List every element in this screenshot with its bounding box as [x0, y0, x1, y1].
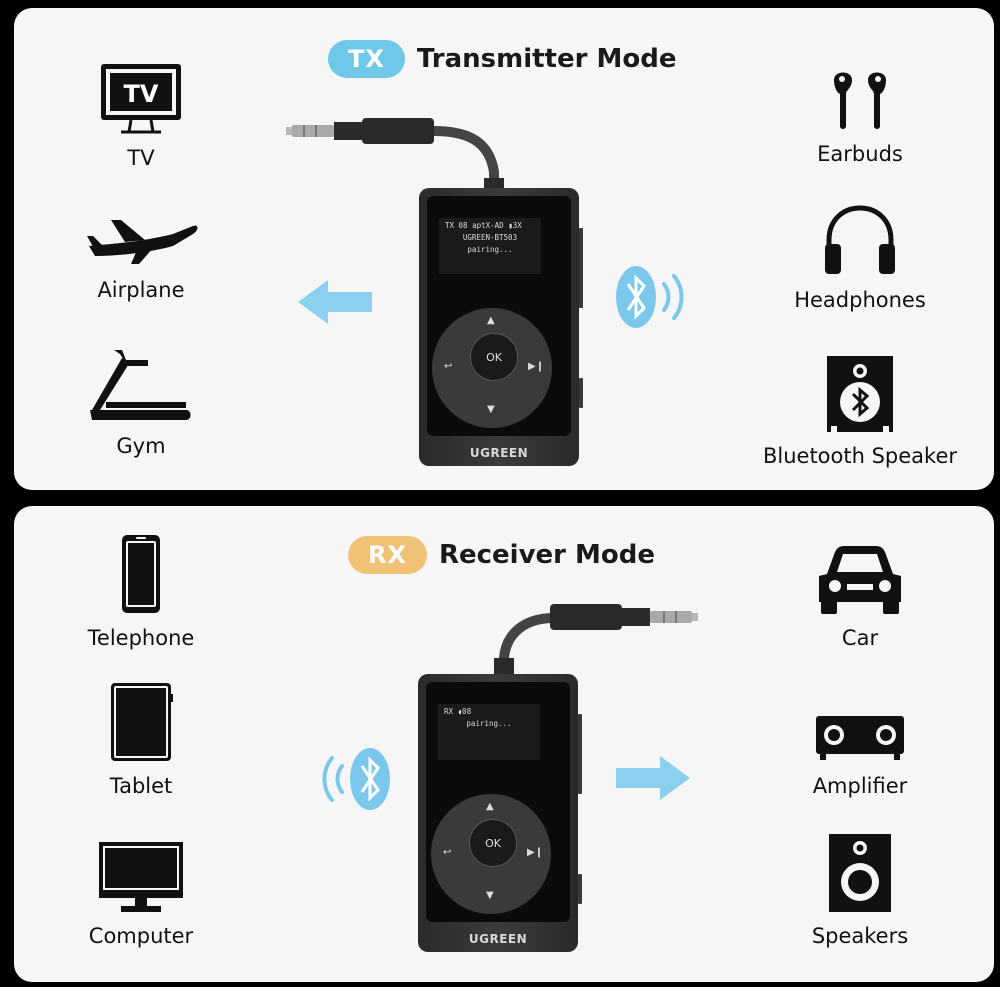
screen-line-1: RX ◖08 — [444, 707, 472, 716]
source-gym: Gym — [21, 336, 261, 458]
target-earbuds: Earbuds — [740, 44, 980, 166]
rx-badge: RX — [348, 536, 427, 574]
play-pause-icon[interactable]: ▶❙ — [527, 847, 544, 858]
screen-line-3: pairing... — [467, 245, 513, 254]
earbuds-icon — [830, 44, 890, 130]
target-label: Car — [841, 626, 879, 650]
receiver-mode-panel: RX Receiver Mode Telephone Tablet — [14, 506, 994, 982]
target-label: Bluetooth Speaker — [762, 444, 958, 468]
computer-icon — [99, 826, 183, 912]
target-label: Speakers — [811, 924, 909, 948]
source-airplane: Airplane — [21, 180, 261, 302]
control-wheel[interactable]: ▲ ▼ ↩ ▶❙ OK — [431, 794, 551, 914]
svg-text:TV: TV — [124, 80, 159, 108]
target-car: Car — [740, 528, 980, 650]
rx-mode-title: RX Receiver Mode — [348, 536, 655, 574]
up-icon[interactable]: ▲ — [486, 801, 494, 812]
screen-line-2: pairing... — [466, 719, 512, 728]
audio-cable — [494, 604, 698, 678]
ugreen-device: RX ◖08 pairing... ▲ ▼ ↩ ▶❙ OK UGREEN — [418, 674, 582, 952]
target-label: Earbuds — [817, 142, 903, 166]
back-icon[interactable]: ↩ — [444, 361, 453, 372]
source-label: Airplane — [97, 278, 185, 302]
target-label: Amplifier — [812, 774, 908, 798]
target-bluetooth-speaker: Bluetooth Speaker — [740, 346, 980, 468]
ok-button[interactable]: OK — [470, 333, 518, 381]
arrow-left-icon — [298, 280, 372, 324]
source-tv: TV TV — [21, 48, 261, 170]
screen-line-2: UGREEN-BT503 — [462, 233, 518, 242]
source-label: Gym — [116, 434, 166, 458]
brand-logo: UGREEN — [468, 932, 528, 946]
bluetooth-icon — [322, 748, 390, 810]
ok-button[interactable]: OK — [469, 819, 517, 867]
target-speakers: Speakers — [740, 826, 980, 948]
play-pause-icon[interactable]: ▶❙ — [528, 361, 545, 372]
ugreen-device: TX 08 aptX-AD ▮3X UGREEN-BT503 pairing..… — [419, 188, 583, 466]
device-screen: TX 08 aptX-AD ▮3X UGREEN-BT503 pairing..… — [439, 218, 541, 274]
transmitter-mode-panel: TX Transmitter Mode TV TV — [14, 8, 994, 490]
bluetooth-speaker-icon — [827, 346, 893, 432]
target-amplifier: Amplifier — [740, 676, 980, 798]
tx-title: Transmitter Mode — [416, 44, 677, 74]
back-icon[interactable]: ↩ — [443, 847, 452, 858]
rx-title: Receiver Mode — [438, 540, 656, 570]
device-screen: RX ◖08 pairing... — [438, 704, 540, 760]
car-icon — [815, 528, 905, 614]
target-headphones: Headphones — [740, 190, 980, 312]
treadmill-icon — [86, 336, 196, 422]
amplifier-icon — [816, 676, 904, 762]
source-computer: Computer — [21, 826, 261, 948]
bluetooth-icon — [616, 266, 684, 328]
control-wheel[interactable]: ▲ ▼ ↩ ▶❙ OK — [432, 308, 552, 428]
audio-cable — [286, 118, 504, 198]
arrow-right-icon — [616, 756, 690, 800]
tablet-icon — [109, 676, 173, 762]
screen-line-1: TX 08 aptX-AD ▮3X — [445, 221, 522, 230]
phone-icon — [121, 528, 161, 614]
speakers-icon — [829, 826, 891, 912]
down-icon[interactable]: ▼ — [486, 890, 494, 901]
target-label: Headphones — [794, 288, 926, 312]
up-icon[interactable]: ▲ — [487, 315, 495, 326]
airplane-icon — [81, 180, 201, 266]
brand-logo: UGREEN — [469, 446, 529, 460]
source-label: TV — [127, 146, 155, 170]
tv-icon: TV — [99, 48, 183, 134]
tx-badge: TX — [328, 40, 405, 78]
source-telephone: Telephone — [21, 528, 261, 650]
headphones-icon — [823, 190, 897, 276]
source-label: Tablet — [109, 774, 173, 798]
down-icon[interactable]: ▼ — [487, 404, 495, 415]
source-tablet: Tablet — [21, 676, 261, 798]
tx-mode-title: TX Transmitter Mode — [328, 40, 676, 78]
source-label: Telephone — [87, 626, 195, 650]
source-label: Computer — [88, 924, 194, 948]
